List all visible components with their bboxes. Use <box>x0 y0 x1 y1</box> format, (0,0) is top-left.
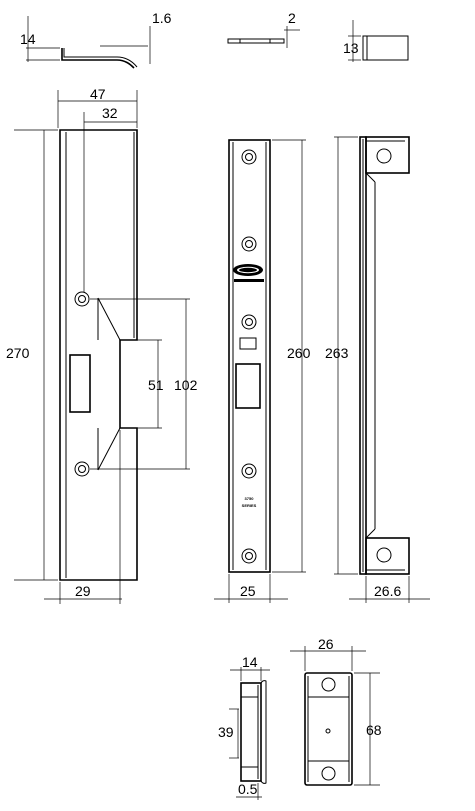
dim-faceplate-width: 25 <box>240 583 256 599</box>
dim-box-length: 263 <box>325 345 349 361</box>
top-middle-plate-view: 2 <box>227 10 300 48</box>
brand-logo-icon <box>233 264 264 282</box>
faceplate-marking-line2: SERIES <box>242 503 257 508</box>
dim-top-right-height: 13 <box>343 40 359 56</box>
mounting-hole-icon <box>376 547 392 563</box>
slot-icon <box>321 677 336 692</box>
dim-top-left-thickness: 1.6 <box>152 10 172 26</box>
dim-top-mid-thickness: 2 <box>288 10 296 26</box>
dim-strike-slot-height: 51 <box>148 377 164 393</box>
dim-strike-length: 270 <box>6 345 30 361</box>
dim-strike-width: 47 <box>90 86 106 102</box>
box-keep-side-view: 263 26.6 <box>325 136 430 603</box>
strike-plate-view: 47 32 270 29 51 102 <box>6 86 198 604</box>
faceplate-marking-line1: 3750 <box>245 496 255 501</box>
screw-hole-icon <box>241 463 257 479</box>
screw-hole-icon <box>241 548 257 564</box>
dim-top-left-height: 14 <box>20 31 36 47</box>
dim-keep-front-height: 68 <box>366 722 382 738</box>
mounting-hole-icon <box>376 148 392 164</box>
dim-keep-depth: 14 <box>242 654 258 670</box>
screw-hole-icon <box>241 314 257 330</box>
top-right-block-view: 13 <box>343 20 409 62</box>
dim-keep-front-width: 26 <box>318 636 334 652</box>
dim-faceplate-length: 260 <box>287 345 311 361</box>
screw-hole-icon <box>241 149 257 165</box>
dim-box-width: 26.6 <box>374 583 401 599</box>
dim-strike-offset: 32 <box>102 105 118 121</box>
dim-keep-height: 39 <box>218 724 234 740</box>
keep-front-view: 26 68 <box>290 636 382 786</box>
dim-keep-thickness: 0.5 <box>238 781 258 797</box>
slot-icon <box>321 766 336 781</box>
top-left-profile-view: 14 1.6 <box>20 10 172 69</box>
screw-hole-icon <box>241 236 257 252</box>
dim-strike-hole-spacing: 102 <box>174 377 198 393</box>
faceplate-view: 3750 SERIES 260 25 <box>214 139 311 603</box>
dim-strike-base-width: 29 <box>75 583 91 599</box>
keep-side-profile-view: 14 39 0.5 <box>218 654 270 800</box>
